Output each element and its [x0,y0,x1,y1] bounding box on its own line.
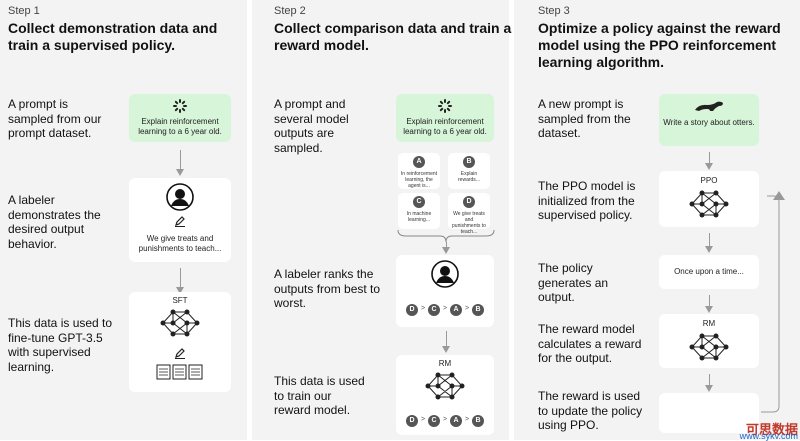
step1-desc-finetune: This data is used to fine-tune GPT-3.5 w… [8,316,113,374]
step1-label: Step 1 [8,5,40,17]
step2-arrow-2 [442,331,450,353]
neural-network-icon [689,333,729,361]
step3-arrow-3 [705,295,713,313]
step3-arrow-2 [705,233,713,253]
output-card-c: C In machine learning... [398,193,440,229]
step3-desc-generate: The policy generates an output. [538,261,609,304]
pencil-icon [175,348,185,359]
rm-rank-3: A [450,415,462,427]
step2-prompt-text: Explain reinforcement learning to a 6 ye… [403,117,487,136]
step1-title: Collect demonstration data and train a s… [8,20,218,53]
rank-sep: > [443,416,448,423]
step2-label: Step 2 [274,5,306,17]
step3-desc-ppo: The PPO model is initialized from the su… [538,179,636,222]
watermark-logo-text: 可思数据 [745,422,798,437]
step2-desc-rank: A labeler ranks the outputs from best to… [274,267,381,310]
rank-4: B [472,304,484,316]
step3-desc-update: The reward is used to update the policy … [538,389,643,432]
step3-rm-label: RM [702,319,716,328]
step2-desc-sampled: A prompt and several model outputs are s… [274,97,349,155]
person-icon [166,183,194,211]
step1-desc-labeler: A labeler demonstrates the desired outpu… [8,193,101,251]
step3-ppo-card: PPO [659,171,759,227]
step2-title: Collect comparison data and train a rewa… [274,20,512,53]
output-card-b: B Explain rewards... [448,153,490,189]
rank-sep: > [421,416,426,423]
step3-output-text: Once upon a time... [674,267,744,276]
rank-1: D [406,304,418,316]
step3-desc-prompt: A new prompt is sampled from the dataset… [538,97,631,140]
person-icon [431,260,459,288]
output-card-d: D We give treats and punishments to teac… [448,193,490,235]
feedback-loop-arrow [761,191,785,413]
step2-panel: Step 2 Collect comparison data and train… [252,0,511,440]
step2-rank-card: D > C > A > B [396,255,494,327]
step2-rm-card: RM D > C > A > B [396,355,494,435]
step3-desc-reward: The reward model calculates a reward for… [538,322,642,365]
step1-panel: Step 1 Collect demonstration data and tr… [0,0,247,440]
watermark-url: www.sykv.com [739,431,798,441]
step1-labeler-card: We give treats and punishments to teach.… [129,178,231,262]
neural-network-icon [160,309,200,337]
rank-sep: > [465,416,470,423]
step1-desc-prompt: A prompt is sampled from our prompt data… [8,97,102,140]
rank-sep: > [465,305,470,312]
step3-output-card: Once upon a time... [659,255,759,289]
output-a-text: In reinforcement learning, the agent is.… [400,171,438,189]
step1-arrow-1 [176,150,184,176]
step3-rm-card: RM [659,314,759,368]
rm-rank-4: B [472,415,484,427]
documents-icon [156,364,203,380]
step1-demo-text: We give treats and punishments to teach.… [138,234,222,253]
sft-label: SFT [172,296,188,305]
step1-prompt-text: Explain reinforcement learning to a 6 ye… [138,117,222,136]
step3-prompt-card: Write a story about otters. [659,94,759,146]
neural-network-icon [689,190,729,218]
rank-3: A [450,304,462,316]
rank-sep: > [421,305,426,312]
step2-desc-train: This data is used to train our reward mo… [274,374,365,417]
step3-arrow-1 [705,152,713,170]
rank-2: C [428,304,440,316]
otter-icon [695,101,723,111]
step3-arrow-4 [705,374,713,392]
step3-reward-card [659,393,759,433]
step1-prompt-card: Explain reinforcement learning to a 6 ye… [129,94,231,142]
neural-network-icon [425,372,465,400]
step3-label: Step 3 [538,5,570,17]
ppo-label: PPO [700,176,718,185]
rm-rank-1: D [406,415,418,427]
outputs-bracket [397,229,495,243]
rank-sep: > [443,305,448,312]
output-d-chip: D [463,196,475,208]
output-d-text: We give treats and punishments to teach.… [452,211,486,235]
output-c-chip: C [413,196,425,208]
dataset-icon [173,99,187,113]
rm-rank-2: C [428,415,440,427]
step3-panel: Step 3 Optimize a policy against the rew… [514,0,800,440]
output-card-a: A In reinforcement learning, the agent i… [398,153,440,189]
step3-title: Optimize a policy against the reward mod… [538,20,781,70]
step3-prompt-text: Write a story about otters. [663,118,755,127]
output-b-chip: B [463,156,475,168]
step2-arrow-1 [442,242,450,254]
output-a-chip: A [413,156,425,168]
step1-arrow-2 [176,268,184,294]
output-c-text: In machine learning... [406,211,432,223]
dataset-icon [438,99,452,113]
step2-prompt-card: Explain reinforcement learning to a 6 ye… [396,94,494,142]
output-b-text: Explain rewards... [458,171,480,183]
rm-label: RM [438,359,452,368]
pencil-icon [175,216,185,227]
step1-sft-card: SFT [129,292,231,392]
